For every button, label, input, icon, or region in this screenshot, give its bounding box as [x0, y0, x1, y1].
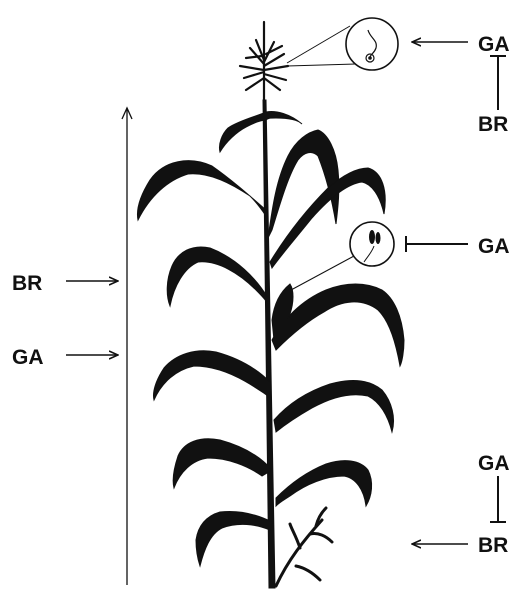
pollen-inset [287, 18, 398, 70]
inhibition-ga-br-bottom [490, 476, 506, 522]
tassel-icon [240, 22, 288, 100]
label-ga-bottom: GA [478, 452, 510, 475]
label-br-bottom: BR [478, 534, 508, 557]
basal-tiller [276, 508, 332, 586]
ear-inset [291, 222, 394, 290]
inhibition-ga-ear [406, 236, 468, 252]
label-ga-top: GA [478, 33, 510, 56]
label-br-left: BR [12, 272, 42, 295]
label-ga-left: GA [12, 346, 44, 369]
label-ga-mid: GA [478, 235, 510, 258]
inhibition-br-ga-top [490, 56, 506, 110]
maize-plant [138, 22, 405, 588]
label-br-top: BR [478, 113, 508, 136]
height-growth-arrow [122, 108, 132, 585]
